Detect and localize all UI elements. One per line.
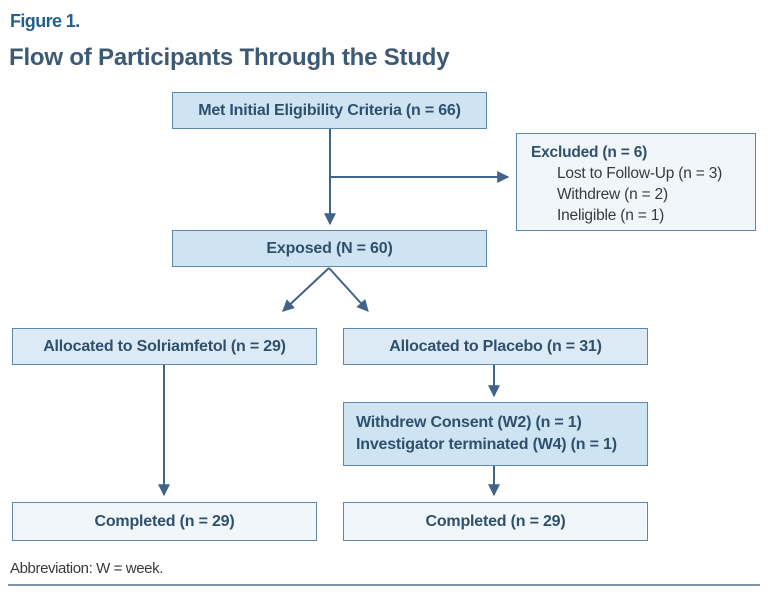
box-exposed-text: Exposed (N = 60) [266, 239, 393, 257]
figure-title: Flow of Participants Through the Study [9, 44, 450, 71]
bottom-divider [8, 584, 760, 586]
arrow-exposed-to-solriamfetol [282, 267, 330, 312]
box-completed-placebo-text: Completed (n = 29) [425, 512, 566, 530]
box-excluded-item: Lost to Follow-Up (n = 3) [557, 165, 723, 182]
box-allocated-placebo-text: Allocated to Placebo (n = 31) [389, 337, 602, 355]
box-excluded-item: Ineligible (n = 1) [557, 207, 665, 224]
box-completed-placebo: Completed (n = 29) [343, 502, 648, 541]
box-withdrawn: Withdrew Consent (W2) (n = 1) Investigat… [343, 402, 648, 466]
abbreviation-note: Abbreviation: W = week. [10, 560, 163, 577]
box-eligibility-text: Met Initial Eligibility Criteria (n = 66… [198, 101, 461, 119]
box-allocated-solriamfetol-text: Allocated to Solriamfetol (n = 29) [43, 337, 286, 355]
figure-label: Figure 1. [10, 11, 80, 31]
box-withdrawn-line1: Withdrew Consent (W2) (n = 1) [356, 414, 582, 431]
box-allocated-solriamfetol: Allocated to Solriamfetol (n = 29) [12, 328, 317, 365]
box-withdrawn-line2: Investigator terminated (W4) (n = 1) [356, 436, 617, 453]
box-excluded-item: Withdrew (n = 2) [557, 186, 668, 203]
box-completed-solriamfetol: Completed (n = 29) [12, 502, 317, 541]
box-completed-solriamfetol-text: Completed (n = 29) [94, 512, 235, 530]
arrow-exposed-to-placebo [328, 267, 369, 312]
box-excluded-title: Excluded (n = 6) [531, 144, 648, 161]
box-excluded: Excluded (n = 6) Lost to Follow-Up (n = … [516, 133, 756, 231]
box-exposed: Exposed (N = 60) [172, 230, 487, 267]
box-eligibility: Met Initial Eligibility Criteria (n = 66… [172, 92, 487, 129]
box-allocated-placebo: Allocated to Placebo (n = 31) [343, 328, 648, 365]
